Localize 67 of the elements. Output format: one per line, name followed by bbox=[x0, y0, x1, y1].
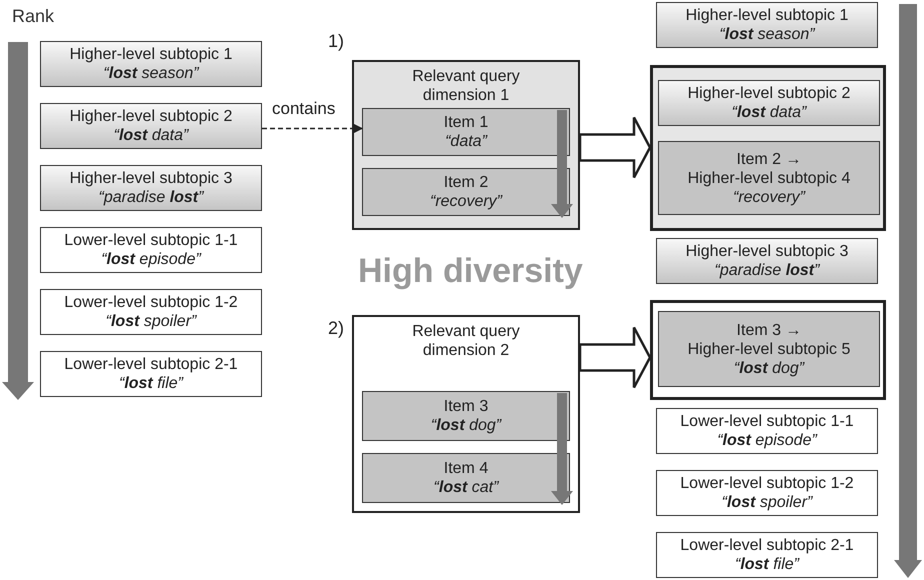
heading: High diversity bbox=[358, 252, 583, 291]
item-box bbox=[362, 168, 570, 216]
subtopic-box bbox=[656, 238, 878, 284]
subtopic-title: Lower-level subtopic 1-2 bbox=[680, 474, 854, 493]
query-text: “recovery” bbox=[430, 192, 502, 211]
item-box bbox=[362, 453, 570, 503]
query-text: “lost data” bbox=[114, 126, 188, 145]
subtopic-title: Higher-level subtopic 2 bbox=[70, 107, 232, 126]
dimension-title: Relevant query dimension 1 bbox=[411, 67, 521, 105]
subtopic-title: Higher-level subtopic 3 bbox=[686, 242, 848, 261]
subtopic-box bbox=[656, 532, 878, 578]
subtopic-title: Item 1 bbox=[444, 113, 488, 132]
subtopic-box bbox=[656, 470, 878, 516]
subtopic-box bbox=[656, 408, 878, 454]
subtopic-box bbox=[40, 289, 262, 335]
query-text: “lost file” bbox=[118, 374, 183, 393]
axis-label: Rank bbox=[12, 6, 54, 27]
panel-number: 1) bbox=[328, 32, 344, 51]
query-text: “lost episode” bbox=[101, 250, 201, 269]
subtopic-title: Item 3 bbox=[444, 397, 488, 416]
query-text: “recovery” bbox=[732, 188, 805, 206]
query-text: “lost data” bbox=[732, 103, 806, 122]
query-text: “lost dog” bbox=[430, 416, 502, 435]
subtopic-title: Item 4 bbox=[444, 459, 488, 478]
arrow bbox=[262, 122, 364, 134]
query-text: “lost dog” bbox=[734, 358, 804, 378]
subtopic-title: Item 3 → bbox=[736, 320, 802, 340]
query-text: “lost cat” bbox=[434, 478, 498, 497]
subtopic-title: Higher-level subtopic 3 bbox=[70, 169, 232, 188]
subtopic-title: Higher-level subtopic 4 bbox=[688, 168, 850, 188]
query-text: “lost season” bbox=[719, 25, 815, 44]
query-text: “lost episode” bbox=[717, 431, 817, 450]
subtopic-title: Higher-level subtopic 2 bbox=[688, 84, 850, 103]
item-box bbox=[362, 108, 570, 156]
subtopic-box bbox=[40, 103, 262, 149]
subtopic-title: Lower-level subtopic 1-1 bbox=[64, 231, 238, 250]
block-arrow bbox=[578, 116, 652, 179]
query-text: “paradise lost” bbox=[714, 261, 820, 280]
subtopic-title: Lower-level subtopic 2-1 bbox=[680, 536, 854, 555]
query-text: “lost spoiler” bbox=[722, 493, 812, 512]
query-text: “paradise lost” bbox=[98, 188, 204, 207]
subtopic-box bbox=[40, 165, 262, 211]
subtopic-box bbox=[40, 351, 262, 397]
group-frame bbox=[650, 300, 886, 400]
subtopic-title: Higher-level subtopic 5 bbox=[688, 340, 850, 358]
subtopic-title: Lower-level subtopic 1-1 bbox=[680, 412, 854, 431]
subtopic-box bbox=[40, 227, 262, 273]
subtopic-title: Higher-level subtopic 1 bbox=[70, 45, 232, 64]
subtopic-box bbox=[658, 80, 880, 126]
subtopic-title: Higher-level subtopic 1 bbox=[686, 6, 848, 25]
group-frame bbox=[650, 65, 886, 231]
subtopic-title: Item 2 → bbox=[736, 150, 802, 168]
query-text: “data” bbox=[445, 132, 487, 151]
subtopic-box bbox=[40, 41, 262, 87]
subtopic-title: Lower-level subtopic 1-2 bbox=[64, 293, 238, 312]
query-text: “lost file” bbox=[734, 555, 799, 574]
item-box bbox=[658, 141, 880, 215]
panel-number: 2) bbox=[328, 319, 344, 338]
query-text: “lost season” bbox=[103, 64, 199, 83]
item-box bbox=[658, 311, 880, 387]
dimension-title: Relevant query dimension 2 bbox=[411, 322, 521, 360]
subtopic-box bbox=[656, 2, 878, 48]
subtopic-title: Item 2 bbox=[444, 173, 488, 192]
item-box bbox=[362, 391, 570, 441]
subtopic-title: Lower-level subtopic 2-1 bbox=[64, 355, 238, 374]
query-text: “lost spoiler” bbox=[106, 312, 196, 331]
block-arrow bbox=[578, 326, 652, 389]
